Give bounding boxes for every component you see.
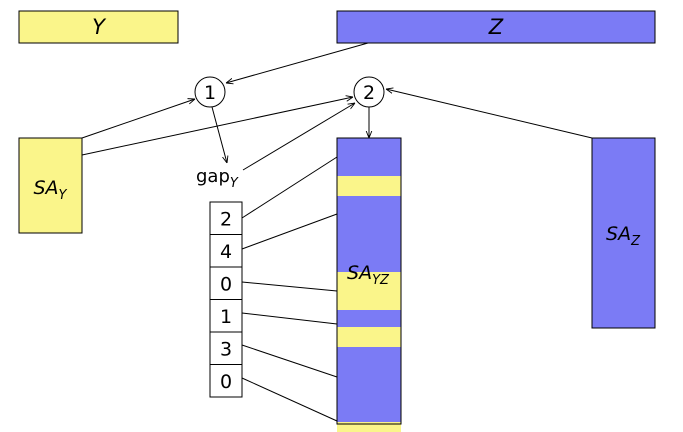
connector-line xyxy=(241,377,338,422)
sa-yz-block-z xyxy=(337,347,401,422)
sa-y-box xyxy=(18,137,83,234)
string-y-box xyxy=(18,10,179,44)
sa-z-box xyxy=(591,137,656,329)
arrow-saz-to-step2 xyxy=(386,89,593,139)
arrows xyxy=(81,42,593,171)
sa-yz-block-z xyxy=(337,196,401,272)
gap-y-label: gapY xyxy=(196,166,239,191)
gap-cell-value: 0 xyxy=(220,273,232,295)
gap-cell-value: 3 xyxy=(220,338,232,360)
sa-yz-block-z xyxy=(337,138,401,176)
sa-yz-block-y xyxy=(337,327,401,347)
sa-yz-block-z xyxy=(337,310,401,327)
arrow-gap-to-step2 xyxy=(242,103,355,171)
sa-yz-block-y xyxy=(337,272,401,310)
string-z-box xyxy=(336,10,656,44)
gap-connectors xyxy=(241,156,338,422)
step-1-label: 1 xyxy=(204,82,216,104)
gap-array: 2 4 0 1 3 0 xyxy=(209,201,243,398)
connector-line xyxy=(241,213,338,250)
sa-yz-label: SAYZ xyxy=(347,262,390,288)
connector-line xyxy=(241,312,338,325)
gap-cell-value: 1 xyxy=(220,306,232,328)
connector-line xyxy=(241,344,338,378)
arrow-step1-to-gap xyxy=(211,106,227,163)
sa-z-label: SAZ xyxy=(606,223,641,249)
gap-cell xyxy=(209,364,243,398)
gap-cell xyxy=(209,201,243,235)
connector-line xyxy=(241,281,338,292)
string-y-label: Y xyxy=(92,15,107,39)
connector-line xyxy=(241,156,338,219)
step-1-node xyxy=(194,76,226,108)
gap-cell xyxy=(209,234,243,268)
sa-yz-column xyxy=(337,138,401,432)
gap-cell-value: 0 xyxy=(220,371,232,393)
sa-y-label: SAY xyxy=(33,177,67,203)
gap-cell-value: 2 xyxy=(220,208,232,230)
arrow-z-to-step1 xyxy=(226,42,369,83)
gap-cell xyxy=(209,266,243,300)
gap-cell xyxy=(209,299,243,333)
arrow-say-to-step1 xyxy=(81,99,195,139)
string-z-label: Z xyxy=(488,15,504,39)
sa-yz-block-y xyxy=(337,422,401,432)
sa-yz-block-y xyxy=(337,176,401,196)
step-2-label: 2 xyxy=(363,82,375,104)
gap-cell-value: 4 xyxy=(220,241,232,263)
gap-cell xyxy=(209,331,243,365)
